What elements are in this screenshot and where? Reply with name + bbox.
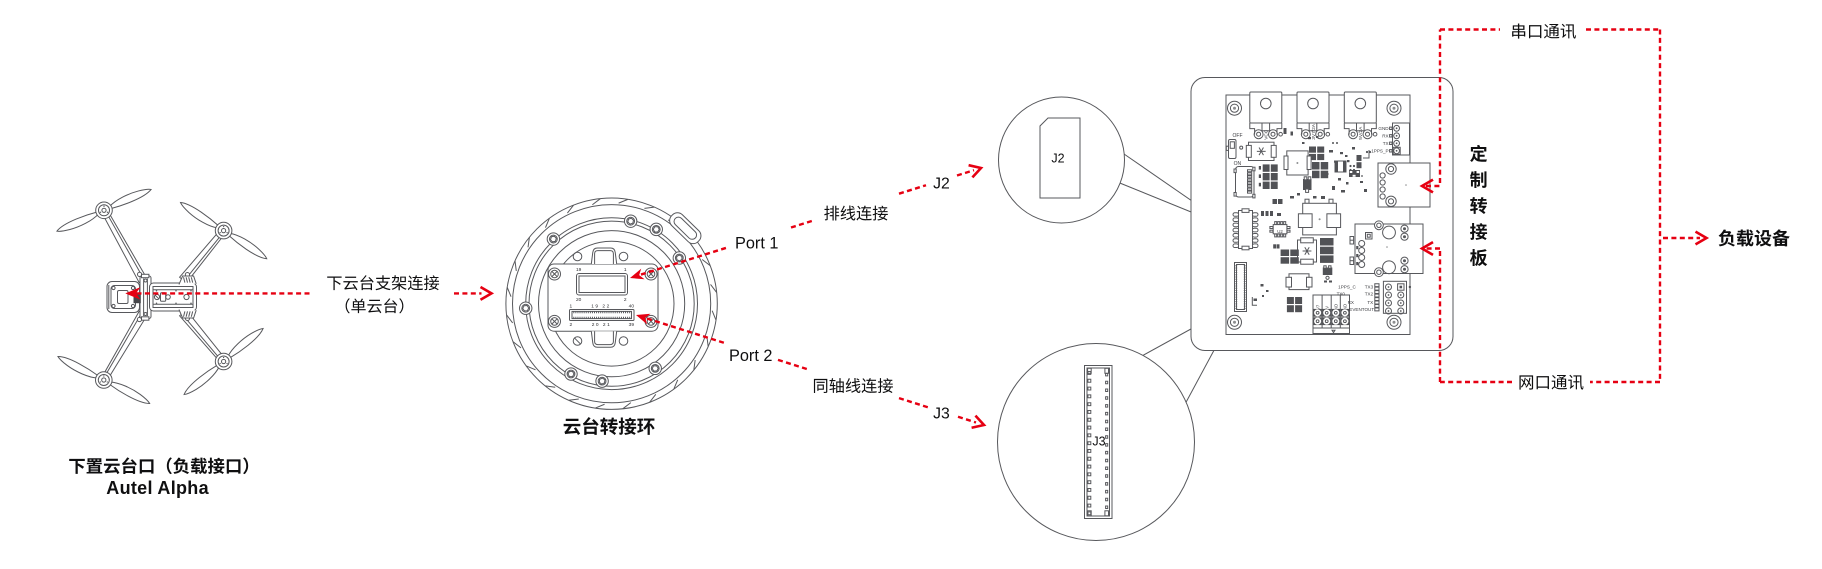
adapter-board: VCC 3V7/2A 5V/2A OFF ON U2: [1190, 77, 1454, 351]
port1-label: Port 1: [735, 235, 778, 253]
port2-pin-t1: 1: [570, 303, 573, 309]
regulator-3v7-label: 3V7/2A: [1311, 123, 1317, 140]
header-eventout: [1382, 280, 1412, 315]
port1-pin-20: 20: [576, 297, 582, 303]
ring-port2-connector: [569, 309, 635, 321]
port2-pin-b2: 2: [570, 322, 573, 328]
signal-labels: 1PPS_C TX0 RX EVENTOUT TX3 TX2 TX: [1337, 283, 1380, 312]
coax-link: [636, 313, 987, 430]
usb-connector: [1233, 166, 1256, 199]
chip-u2-label: U2: [1277, 229, 1283, 234]
hdr-power-label-3: GND: [1343, 304, 1348, 313]
hdr-uart-label-gnd: GND: [1378, 126, 1389, 131]
sig-tx3: TX3: [1365, 284, 1374, 289]
callout-j2-label: J2: [1051, 152, 1064, 166]
ribbon-target-label: J2: [933, 176, 950, 193]
coax-label: [813, 378, 893, 394]
sig-eventout: EVENTOUT: [1349, 307, 1374, 312]
regulator-5v-label: 5V/2A: [1358, 126, 1364, 140]
callout-j2: J2: [998, 96, 1233, 230]
serial-comm-label: [1512, 23, 1576, 39]
mount-link: [125, 285, 495, 301]
header-uart: GND RX TX 1PPS_P: [1371, 122, 1410, 156]
mount-link-label-line1: [327, 275, 440, 291]
drone-caption-cn: [69, 457, 249, 475]
cap-bank-2: [1309, 146, 1329, 179]
transistor-1: [1303, 176, 1312, 193]
ethernet-comm-label: [1519, 374, 1584, 390]
regulator-vcc-label: VCC: [1264, 129, 1270, 140]
port1-pin-19: 19: [576, 267, 582, 273]
hdr-uart-label-1pps_p: 1PPS_P: [1371, 149, 1388, 154]
board-j2-connector: [1232, 208, 1259, 251]
transformer: [1297, 198, 1342, 236]
ring-clip: [669, 212, 702, 245]
small-parts-mid: [1283, 128, 1372, 199]
callout-j3-label: J3: [1092, 435, 1105, 449]
regulator-5v: 5V/2A: [1343, 91, 1378, 140]
drone-propeller-front-right: [55, 353, 153, 407]
cap-bank-1: [1258, 164, 1278, 189]
callout-j3: J3: [997, 301, 1241, 541]
payload-label: [1718, 229, 1790, 247]
sig-1pps-c: 1PPS_C: [1338, 285, 1356, 290]
cap-big-1: [1283, 150, 1312, 176]
board-j3-connector: [1234, 262, 1247, 312]
ring-caption: [563, 417, 655, 435]
hdr-power-label-1: 5V: [1324, 306, 1329, 311]
coax-target-label: J3: [933, 406, 950, 423]
port2-pin-b39: 39: [629, 322, 635, 328]
switch-on-label: ON: [1234, 161, 1242, 167]
hdr-uart-label-tx: TX: [1383, 141, 1389, 146]
ribbon-link: [630, 163, 984, 280]
port2-pin-t40: 40: [629, 303, 635, 309]
drone-illustration: [55, 184, 270, 407]
ribbon-label: [824, 205, 888, 221]
drone-propeller-rear-right: [181, 324, 266, 399]
power-switch: OFF ON: [1225, 133, 1244, 167]
small-parts-low: [1251, 199, 1334, 313]
regulator-3v7: 3V7/2A: [1296, 91, 1331, 140]
sig-tx2: TX2: [1365, 292, 1374, 297]
inductor-2: [1297, 237, 1317, 265]
ethernet-connector: [1349, 220, 1424, 278]
port2-label: Port 2: [729, 347, 772, 365]
drone-caption-model: Autel Alpha: [106, 478, 209, 498]
regulator-vcc: VCC: [1249, 91, 1283, 140]
switch-off-label: OFF: [1233, 133, 1243, 139]
header-power: 3V7 5V GND GND: [1312, 294, 1350, 334]
comm-paths: [1419, 28, 1710, 384]
hdr-power-label-0: 3V7: [1315, 304, 1320, 312]
chip-u2: U2: [1269, 221, 1291, 238]
port2-pin-b20-21: 20 21: [592, 322, 612, 328]
port1-pin-2: 2: [624, 297, 627, 303]
sig-rx: RX: [1348, 300, 1354, 305]
sig-tx0: TX0: [1337, 291, 1346, 296]
ring-port1-connector: [576, 273, 628, 296]
small-parts-extra: [1302, 136, 1363, 185]
hdr-uart-label-rx: RX: [1382, 134, 1388, 139]
inductor-1: [1245, 141, 1277, 161]
port2-pin-t19-22: 19 22: [591, 303, 611, 309]
gimbal-ring: [505, 197, 718, 410]
board-caption: [1469, 144, 1488, 267]
port1-pin-1: 1: [624, 267, 627, 273]
drone-propeller-rear-left: [177, 199, 270, 262]
mount-link-label-line2: [345, 298, 404, 314]
drone-propeller-front-left: [55, 184, 153, 236]
hdr-power-label-2: GND: [1334, 304, 1339, 313]
drone-body: [106, 273, 197, 321]
sig-tx: TX: [1367, 300, 1373, 305]
